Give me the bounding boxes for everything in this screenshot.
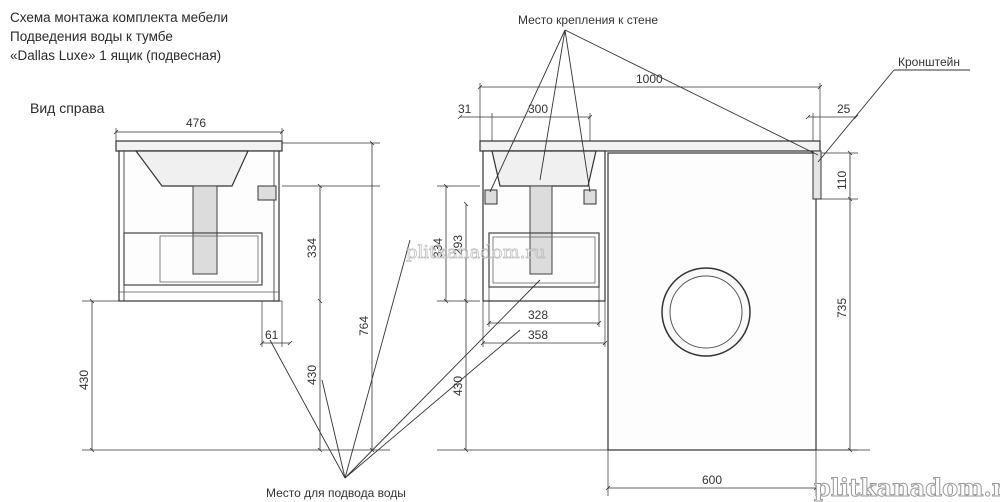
side-drawer <box>123 232 263 286</box>
title-line-2: Подведения воды к тумбе <box>10 29 173 44</box>
dim-front-floor-h: 430 <box>451 376 465 396</box>
dim-side-width: 476 <box>186 116 206 130</box>
dim-front-inner-w2: 358 <box>528 328 548 342</box>
dim-front-total-width: 1000 <box>636 72 663 86</box>
dim-front-sink-width: 300 <box>528 102 548 116</box>
front-countertop <box>479 140 821 152</box>
title-block: Схема монтажа комплекта мебели Подведени… <box>10 8 228 65</box>
front-drawer <box>488 232 600 288</box>
side-countertop <box>115 140 283 152</box>
callouts: Место крепления к стене Кронштейн Место … <box>266 13 970 500</box>
side-basin <box>134 150 249 187</box>
dim-machine-height: 735 <box>835 298 849 318</box>
dim-front-inner-w1: 328 <box>528 308 548 322</box>
callout-water-supply: Место для подвода воды <box>266 486 406 500</box>
front-view: 1000 31 300 25 334 293 328 358 430 <box>431 72 870 496</box>
dim-machine-width: 600 <box>702 473 722 487</box>
title-line-3: «Dallas Luxe» 1 ящик (подвесная) <box>10 48 222 63</box>
dim-front-left-gap: 31 <box>458 102 472 116</box>
dim-front-drawer-h2: 293 <box>451 235 465 255</box>
front-mount-left <box>484 189 498 205</box>
dim-side-offset: 61 <box>265 328 279 342</box>
front-basin <box>491 150 597 187</box>
front-siphon <box>529 185 553 275</box>
side-view: 476 334 764 430 61 430 <box>77 116 390 453</box>
dim-side-floor-height: 430 <box>77 370 91 390</box>
dim-front-right-gap: 25 <box>837 102 851 116</box>
dim-bracket-height: 110 <box>835 171 849 190</box>
title-line-1: Схема монтажа комплекта мебели <box>10 10 229 25</box>
dim-side-inner-height: 334 <box>305 238 319 258</box>
front-mount-right <box>583 189 597 205</box>
side-fixing-block <box>257 185 277 201</box>
callout-wall-mount: Место крепления к стене <box>518 13 658 27</box>
dim-side-pipe-height: 430 <box>305 365 319 385</box>
watermark-center: plitkanadom.ru <box>406 242 546 263</box>
watermark-corner: plitkanadom.ru <box>814 473 1000 502</box>
callout-bracket: Кронштейн <box>898 55 960 69</box>
side-siphon <box>192 185 218 275</box>
view-label: Вид справа <box>30 100 105 116</box>
dim-side-total-height: 764 <box>357 316 371 336</box>
dim-front-drawer-h1: 334 <box>431 238 445 258</box>
bracket <box>812 150 822 200</box>
